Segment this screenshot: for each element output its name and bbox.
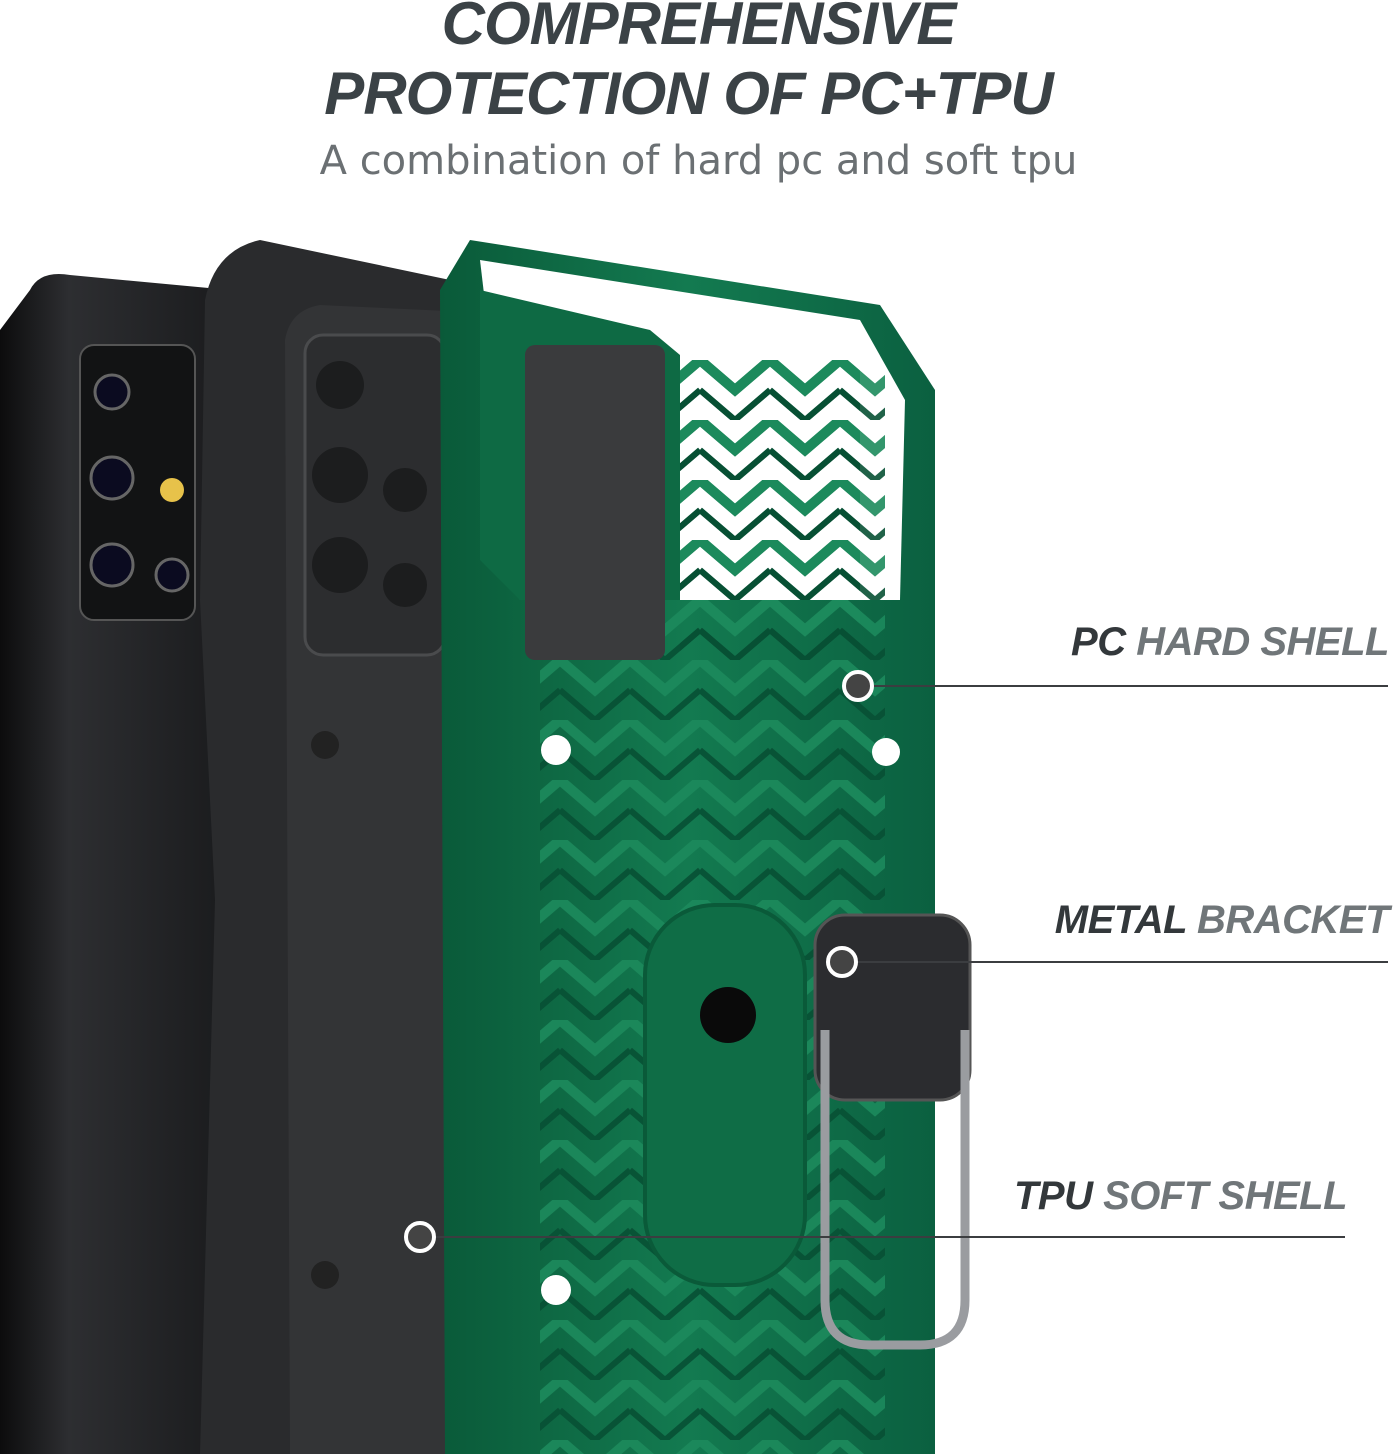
subtitle: A combination of hard pc and soft tpu xyxy=(319,138,1078,184)
pc-hard-shell xyxy=(440,240,935,1454)
phone xyxy=(0,274,230,1454)
title-line-2: PROTECTION OF PC+TPU xyxy=(324,60,1053,127)
callout-light: BRACKET xyxy=(1196,898,1390,942)
callout-pc-hard-shell: PC HARD SHELL xyxy=(1071,620,1389,665)
callout-lines xyxy=(404,670,1388,1253)
title-line-1: COMPREHENSIVE xyxy=(441,0,957,57)
callout-light: HARD SHELL xyxy=(1136,620,1389,664)
callout-strong: PC xyxy=(1071,620,1126,664)
callout-metal-bracket: METAL BRACKET xyxy=(1054,898,1390,943)
callout-tpu-soft-shell: TPU SOFT SHELL xyxy=(1013,1174,1348,1219)
callout-strong: METAL xyxy=(1054,898,1187,942)
callout-strong: TPU xyxy=(1013,1174,1093,1218)
callout-light: SOFT SHELL xyxy=(1103,1174,1347,1218)
